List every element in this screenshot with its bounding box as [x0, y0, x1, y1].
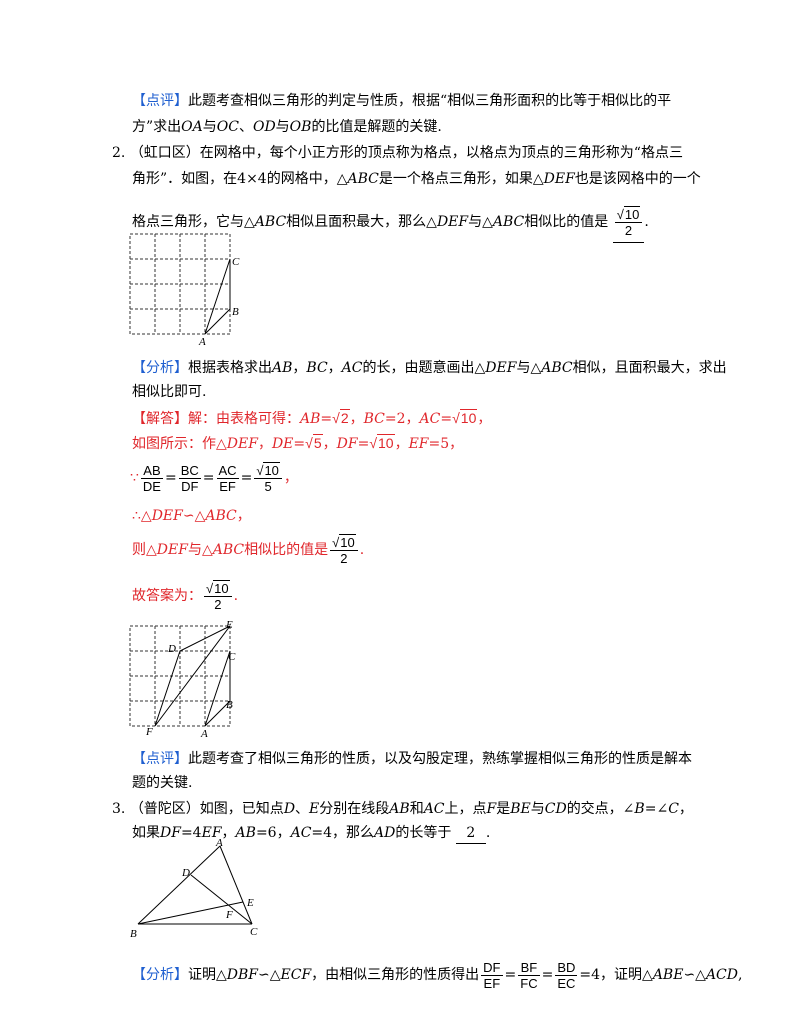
q2-grid-figure: C B A [129, 233, 240, 347]
q3-number: 3. [112, 801, 126, 817]
comment-line-1: 【点评】此题考查相似三角形的判定与性质，根据“相似三角形面积的比等于相似比的平 [132, 93, 672, 109]
fig3-label-f: F [225, 909, 233, 921]
fig3-label-b: B [130, 928, 137, 940]
fig2-label-c: C [228, 651, 236, 663]
fig2-label-a: A [200, 728, 208, 740]
q3-line-1: 3. （普陀区）如图，已知点D、E分别在线段AB和AC上，点F是BE与CD的交点… [112, 801, 693, 817]
fig1-label-b: B [232, 306, 239, 318]
comment-line-2: 方”求出OA与OC、OD与OB的比值是解题的关键. [132, 119, 442, 135]
fig3-label-e: E [246, 897, 254, 909]
fig1-label-a: A [198, 336, 206, 347]
q3-triangle-figure: A D E F B C [130, 838, 258, 940]
fig3-label-d: D [181, 867, 190, 879]
comment-tag: 【点评】 [132, 93, 188, 109]
q2-solution-line-1: 【解答】解：由表格可得：AB=√2，BC=2，AC=√10， [132, 409, 492, 427]
q2-number: 2. [112, 145, 126, 161]
fig3-label-a: A [215, 838, 223, 849]
q2-line-1: 2. （虹口区）在网格中，每个小正方形的顶点称为格点，以格点为顶点的三角形称为“… [112, 145, 683, 161]
fig1-label-c: C [232, 256, 240, 268]
q2-line-2: 角形”．如图，在4×4的网格中，△ABC是一个格点三角形，如果△DEF也是该网格… [132, 171, 701, 187]
fig2-label-f: F [145, 726, 153, 738]
q2-analysis-line-1: 【分析】根据表格求出AB，BC，AC的长，由题意画出△DEF与△ABC相似，且面… [132, 360, 727, 376]
q2-line-3: 格点三角形，它与△ABC相似且面积最大，那么△DEF与△ABC相似比的值是 √1… [132, 202, 649, 243]
q3-line-2: 如果DF=4EF，AB=6，AC=4，那么AD的长等于 2. [132, 823, 490, 844]
q2-similar-line: ∴△DEF∽△ABC， [132, 508, 251, 524]
q2-comment-line-1: 【点评】此题考查了相似三角形的性质，以及勾股定理，熟练掌握相似三角形的性质是解本 [132, 751, 692, 767]
q2-solution-grid-figure: E D C B F A [129, 620, 236, 740]
q2-comment-line-2: 题的关键. [132, 775, 193, 791]
fig2-label-b: B [226, 699, 233, 711]
fig2-label-d: D [167, 643, 176, 655]
q2-solution-line-2: 如图所示：作△DEF，DE=√5，DF=√10，EF=5， [132, 434, 464, 452]
fig3-label-c: C [250, 926, 258, 938]
q2-analysis-line-2: 相似比即可. [132, 384, 207, 400]
fig2-label-e: E [225, 620, 233, 631]
q3-answer-blank: 2 [455, 823, 486, 844]
